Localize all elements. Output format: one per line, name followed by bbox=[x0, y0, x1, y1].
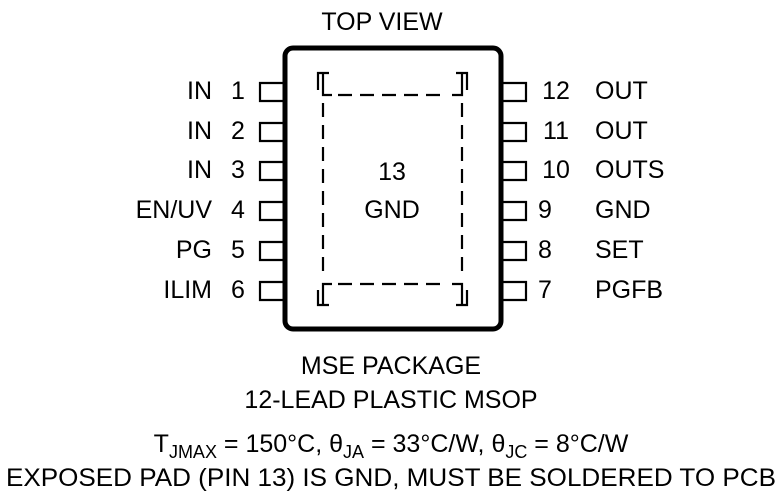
pin-name: OUT bbox=[595, 77, 648, 105]
pad-name: GND bbox=[364, 196, 420, 224]
package-body bbox=[282, 45, 504, 332]
pin-number: 3 bbox=[231, 156, 245, 184]
pin-name: IN bbox=[187, 156, 212, 184]
pin-lead bbox=[503, 200, 528, 222]
pin-number: 12 bbox=[542, 77, 570, 105]
pin-6: ILIM 6 bbox=[163, 276, 283, 304]
pin-4: EN/UV 4 bbox=[136, 196, 283, 224]
right-pins: 12 OUT 11 OUT 10 OUTS 9 GND 8 SET 7 PGFB bbox=[503, 77, 664, 304]
pin-number: 10 bbox=[542, 156, 570, 184]
pin-7: 7 PGFB bbox=[503, 276, 663, 304]
theta-jc-symbol: θ bbox=[491, 430, 505, 458]
pin-3: IN 3 bbox=[187, 156, 283, 184]
pin-number: 11 bbox=[543, 117, 569, 145]
pin-5: PG 5 bbox=[176, 236, 283, 264]
thermal-note: TJMAX = 150°C, θJA = 33°C/W, θJC = 8°C/W bbox=[154, 430, 629, 462]
pin-number: 8 bbox=[538, 236, 552, 264]
theta-ja-symbol: θ bbox=[329, 430, 343, 458]
exposed-pad-outline bbox=[316, 71, 469, 307]
pin-name: PG bbox=[176, 236, 212, 264]
theta-ja-value: = 33°C/W, bbox=[364, 430, 491, 458]
tj-value: = 150°C, bbox=[217, 430, 329, 458]
pin-lead bbox=[503, 160, 528, 182]
pin-lead bbox=[503, 280, 528, 302]
pin-10: 10 OUTS bbox=[503, 156, 664, 184]
pin-number: 6 bbox=[231, 276, 245, 304]
pin-name: SET bbox=[595, 236, 644, 264]
pin-11: 11 OUT bbox=[503, 117, 648, 145]
package-name: MSE PACKAGE bbox=[301, 352, 481, 380]
pin-lead bbox=[258, 160, 283, 182]
pin-lead bbox=[503, 81, 528, 103]
pin-name: PGFB bbox=[595, 276, 663, 304]
tj-symbol: T bbox=[154, 430, 169, 458]
pin-number: 7 bbox=[538, 276, 552, 304]
exposed-pad-note: EXPOSED PAD (PIN 13) IS GND, MUST BE SOL… bbox=[6, 464, 776, 492]
pin-name: IN bbox=[187, 117, 212, 145]
pin-number: 1 bbox=[231, 77, 245, 105]
pin-lead bbox=[258, 240, 283, 262]
theta-ja-subscript: JA bbox=[343, 442, 364, 462]
pin-9: 9 GND bbox=[503, 196, 651, 224]
pin-number: 4 bbox=[231, 196, 245, 224]
diagram-title: TOP VIEW bbox=[321, 8, 443, 36]
pin-name: GND bbox=[595, 196, 651, 224]
pin-2: IN 2 bbox=[187, 117, 283, 145]
left-pins: IN 1 IN 2 IN 3 EN/UV 4 PG 5 ILIM 6 bbox=[136, 77, 283, 304]
pin-name: OUTS bbox=[595, 156, 664, 184]
pin-12: 12 OUT bbox=[503, 77, 648, 105]
pin-name: IN bbox=[187, 77, 212, 105]
theta-jc-subscript: JC bbox=[505, 442, 527, 462]
pin-lead bbox=[503, 121, 528, 143]
pin-name: OUT bbox=[595, 117, 648, 145]
package-description: 12-LEAD PLASTIC MSOP bbox=[244, 386, 537, 414]
pin-name: ILIM bbox=[163, 276, 212, 304]
theta-jc-value: = 8°C/W bbox=[527, 430, 628, 458]
tj-subscript: JMAX bbox=[169, 442, 217, 462]
pin-lead bbox=[503, 240, 528, 262]
pin-lead bbox=[258, 280, 283, 302]
pin-number: 5 bbox=[231, 236, 245, 264]
pin-number: 2 bbox=[231, 117, 245, 145]
pin-name: EN/UV bbox=[136, 196, 213, 224]
pin-lead bbox=[258, 81, 283, 103]
pin-1: IN 1 bbox=[187, 77, 283, 105]
pad-number: 13 bbox=[378, 158, 406, 186]
pin-lead bbox=[258, 200, 283, 222]
pin-8: 8 SET bbox=[503, 236, 644, 264]
pin-lead bbox=[258, 121, 283, 143]
pin-number: 9 bbox=[538, 196, 552, 224]
